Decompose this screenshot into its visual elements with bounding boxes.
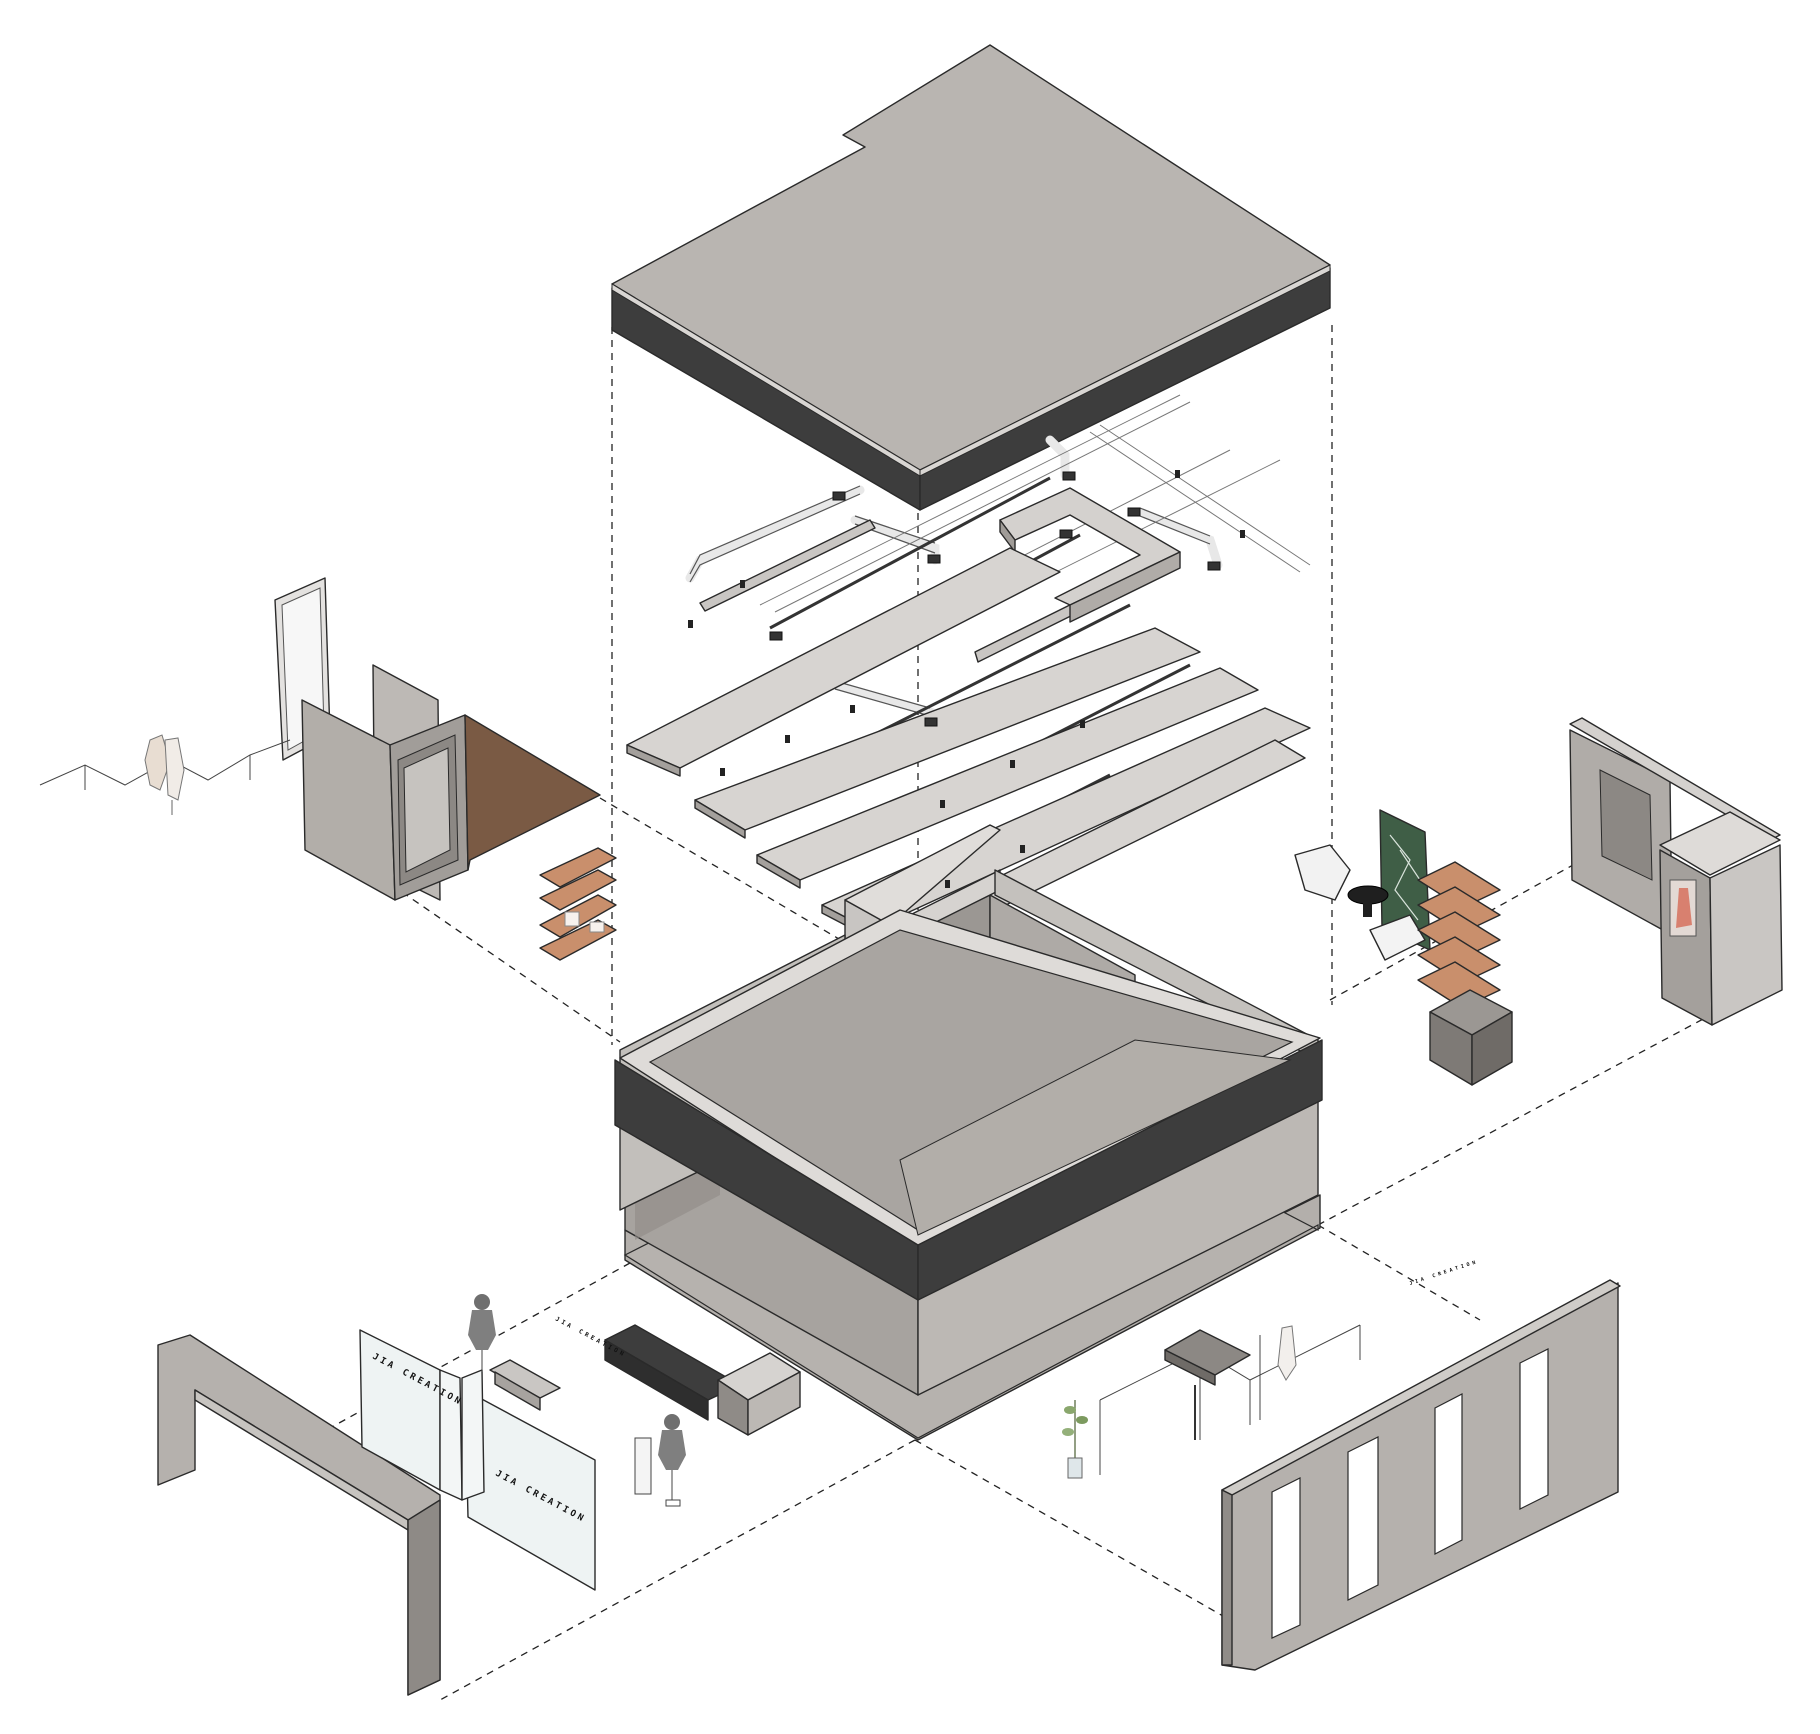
mannequin-icon <box>468 1294 496 1372</box>
cube-stool-right <box>1471 1011 1513 1086</box>
display-kiosk-side <box>1709 844 1783 1026</box>
fitting-room-group <box>39 577 617 961</box>
ceiling-bulkhead-side <box>1069 551 1181 623</box>
roof-slab <box>611 44 1331 511</box>
garment-right <box>1277 1325 1297 1381</box>
display-alcove <box>1599 769 1653 881</box>
booth-wood-floor <box>464 714 601 871</box>
counter-front <box>604 1339 709 1421</box>
roof-slab-top <box>611 44 1331 471</box>
fascia-inner <box>648 929 1294 1231</box>
light-box-top <box>1164 1329 1251 1376</box>
plant-icon <box>1062 1400 1088 1479</box>
wood-shelves-left <box>539 847 617 961</box>
mannequin-icon-2 <box>658 1414 686 1507</box>
light-box-front <box>1164 1349 1216 1386</box>
partition-wall-top <box>844 824 1001 926</box>
ceiling-panel-3-edge <box>756 854 801 889</box>
wall-sign-text: JIA CREATION <box>1409 1259 1479 1287</box>
display-kiosk-top <box>1659 811 1781 876</box>
diffusers <box>769 471 1221 727</box>
ottoman <box>1369 914 1426 961</box>
ceiling-bulkhead-top <box>999 487 1181 606</box>
ceiling-panel-1-edge <box>626 744 681 777</box>
wood-shelves-right <box>1417 861 1501 1009</box>
booth-opening-inner <box>403 747 451 873</box>
counter-cabinet-side <box>747 1371 801 1436</box>
entry-bench-legs <box>494 1371 541 1411</box>
main-volume <box>614 824 1323 1441</box>
track-light-icons <box>688 470 1245 888</box>
ceiling-beam-small <box>699 519 876 612</box>
display-kiosk-front <box>1659 849 1713 1026</box>
lounge-group <box>1294 717 1783 1086</box>
marble-veins <box>1389 834 1421 921</box>
portal-frame-side <box>407 1499 441 1696</box>
display-wall-top <box>1569 717 1781 841</box>
hanging-clothes <box>144 734 185 815</box>
facade-openings <box>1271 1348 1549 1639</box>
roof-slab-edge-highlight-r <box>919 264 1331 477</box>
glass-door-leaf-r <box>461 1369 485 1501</box>
display-screen-figure <box>1676 888 1692 928</box>
interior-floor-visible <box>899 1039 1292 1236</box>
facade-wall-end <box>1221 1489 1233 1666</box>
entrance-group: JIA CREATION JIA CREATION JIA CREATION <box>157 1294 801 1696</box>
garment-tube <box>634 1437 652 1495</box>
lounge-chair <box>1294 844 1351 901</box>
ceiling-panel-2-edge <box>694 799 746 839</box>
